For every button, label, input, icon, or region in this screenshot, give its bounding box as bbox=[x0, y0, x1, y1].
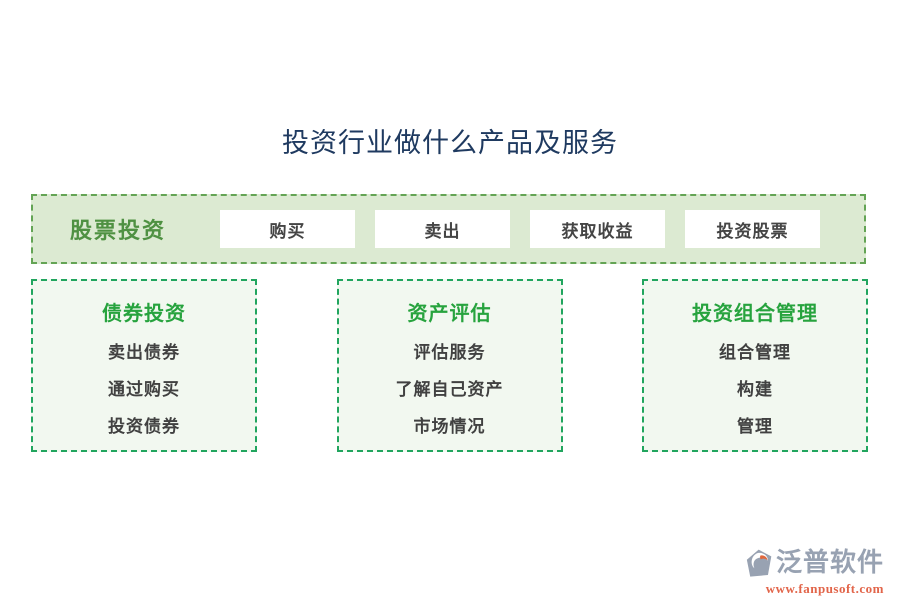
page-title: 投资行业做什么产品及服务 bbox=[282, 128, 618, 158]
fanpu-brand-logo: 泛普软件 www.fanpusoft.com bbox=[746, 546, 884, 597]
portfolio-management-card: 投资组合管理 组合管理 构建 管理 bbox=[642, 279, 868, 452]
invest-stock-button[interactable]: 投资股票 bbox=[685, 210, 820, 248]
card-item: 评估服务 bbox=[413, 343, 486, 362]
buy-button[interactable]: 购买 bbox=[220, 210, 355, 248]
sell-button[interactable]: 卖出 bbox=[375, 210, 510, 248]
card-item: 了解自己资产 bbox=[395, 380, 504, 399]
card-item: 组合管理 bbox=[719, 343, 791, 362]
card-item: 通过购买 bbox=[108, 380, 180, 399]
service-cards-row: 债券投资 卖出债券 通过购买 投资债券 资产评估 评估服务 了解自己资产 市场情… bbox=[31, 279, 868, 452]
bond-investment-card: 债券投资 卖出债券 通过购买 投资债券 bbox=[31, 279, 257, 452]
card-item: 投资债券 bbox=[108, 417, 180, 436]
fanpu-swirl-icon bbox=[746, 548, 773, 580]
card-title: 债券投资 bbox=[102, 303, 186, 325]
card-item: 卖出债券 bbox=[108, 343, 180, 362]
stock-action-buttons: 购买 卖出 获取收益 投资股票 bbox=[220, 210, 820, 248]
brand-name: 泛普软件 bbox=[775, 548, 884, 577]
stock-investment-label: 股票投资 bbox=[70, 218, 167, 243]
card-title: 投资组合管理 bbox=[692, 303, 818, 325]
get-income-button[interactable]: 获取收益 bbox=[530, 210, 665, 248]
card-title: 资产评估 bbox=[407, 303, 492, 325]
brand-url: www.fanpusoft.com bbox=[765, 581, 884, 596]
stock-investment-panel: 股票投资 购买 卖出 获取收益 投资股票 bbox=[31, 194, 866, 264]
card-item: 构建 bbox=[737, 380, 773, 399]
card-item: 管理 bbox=[737, 417, 773, 436]
asset-evaluation-card: 资产评估 评估服务 了解自己资产 市场情况 bbox=[336, 279, 563, 452]
card-item: 市场情况 bbox=[413, 417, 486, 436]
